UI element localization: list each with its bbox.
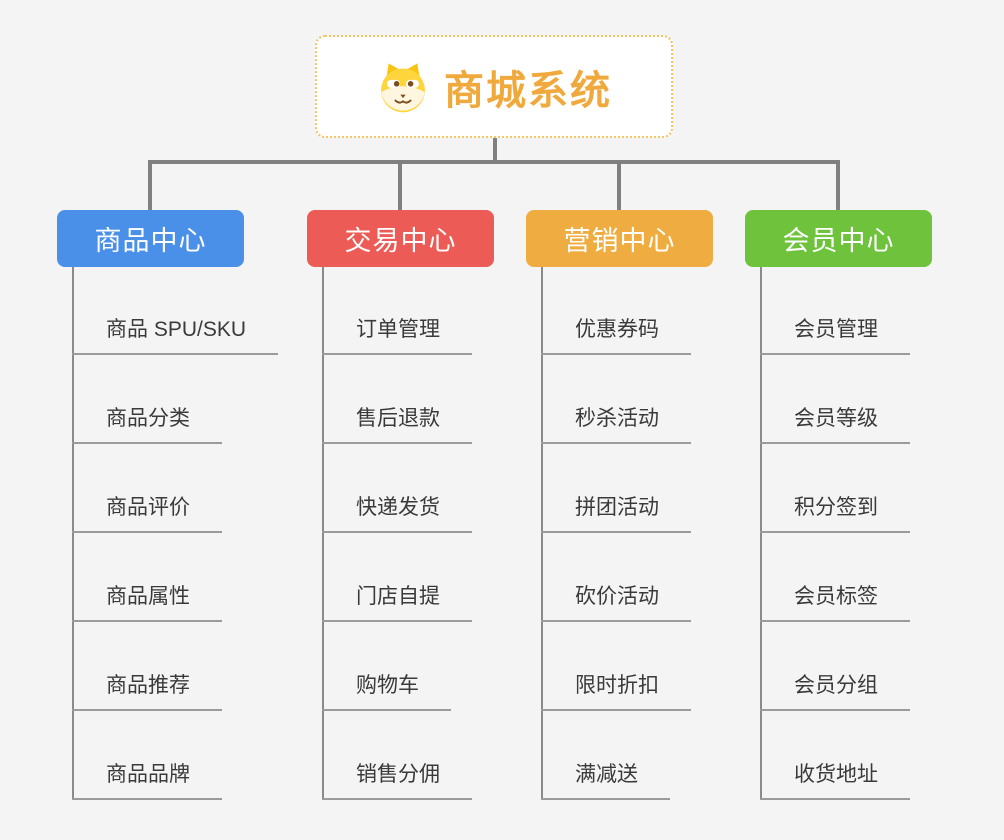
connector-stub-product — [148, 160, 152, 212]
leaf-node[interactable]: 优惠券码 — [541, 316, 691, 355]
leaf-node[interactable]: 会员分组 — [760, 672, 910, 711]
leaf-node[interactable]: 售后退款 — [322, 405, 472, 444]
connector-root-drop — [493, 138, 497, 163]
leaf-node[interactable]: 秒杀活动 — [541, 405, 691, 444]
leaf-node[interactable]: 购物车 — [322, 672, 451, 711]
leaf-node[interactable]: 商品属性 — [72, 583, 222, 622]
leaf-node[interactable]: 限时折扣 — [541, 672, 691, 711]
leaf-node[interactable]: 积分签到 — [760, 494, 910, 533]
leaf-node[interactable]: 会员标签 — [760, 583, 910, 622]
leaf-node[interactable]: 销售分佣 — [322, 761, 472, 800]
leaf-node[interactable]: 砍价活动 — [541, 583, 691, 622]
branch-product-center[interactable]: 商品中心 — [57, 210, 244, 267]
branch-marketing-center[interactable]: 营销中心 — [526, 210, 713, 267]
leaf-node[interactable]: 会员等级 — [760, 405, 910, 444]
branch-line-trade — [322, 267, 324, 799]
connector-horizontal — [148, 160, 840, 164]
dog-face-icon — [376, 60, 430, 114]
leaf-node[interactable]: 拼团活动 — [541, 494, 691, 533]
leaf-node[interactable]: 商品品牌 — [72, 761, 222, 800]
branch-line-member — [760, 267, 762, 799]
leaf-node[interactable]: 商品 SPU/SKU — [72, 316, 279, 355]
root-title: 商城系统 — [444, 68, 612, 113]
leaf-node[interactable]: 商品评价 — [72, 494, 222, 533]
leaf-node[interactable]: 订单管理 — [322, 316, 472, 355]
connector-stub-trade — [398, 160, 402, 212]
leaf-node[interactable]: 商品推荐 — [72, 672, 222, 711]
leaf-node[interactable]: 会员管理 — [760, 316, 910, 355]
branch-line-product — [72, 267, 74, 799]
leaf-node[interactable]: 收货地址 — [760, 761, 910, 800]
connector-stub-member — [836, 160, 840, 212]
leaf-node[interactable]: 满减送 — [541, 761, 670, 800]
leaf-node[interactable]: 商品分类 — [72, 405, 222, 444]
branch-trade-center[interactable]: 交易中心 — [307, 210, 494, 267]
branch-label: 营销中心 — [563, 226, 676, 256]
branch-label: 商品中心 — [94, 226, 207, 256]
branch-label: 会员中心 — [782, 226, 895, 256]
leaf-node[interactable]: 快递发货 — [322, 494, 472, 533]
connector-stub-marketing — [617, 160, 621, 212]
root-node[interactable]: 商城系统 — [315, 35, 673, 138]
leaf-node[interactable]: 门店自提 — [322, 583, 472, 622]
branch-line-marketing — [541, 267, 543, 799]
branch-label: 交易中心 — [344, 226, 457, 256]
branch-member-center[interactable]: 会员中心 — [745, 210, 932, 267]
